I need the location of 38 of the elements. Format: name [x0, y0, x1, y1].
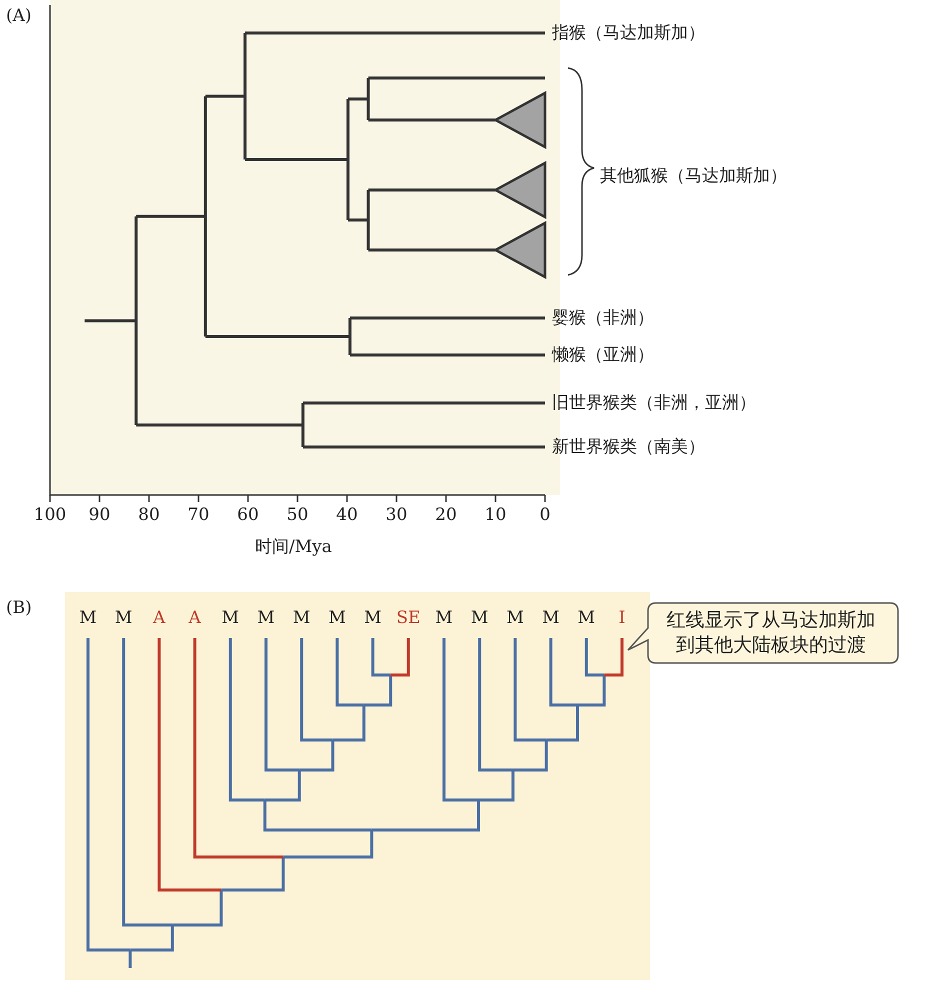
species-label: 婴猴（非洲）: [552, 308, 654, 328]
region-letter: M: [256, 608, 276, 628]
region-letter: M: [576, 608, 596, 628]
region-letter: M: [78, 608, 98, 628]
region-letter: M: [505, 608, 525, 628]
tick-label: 20: [434, 505, 458, 525]
region-letter: A: [188, 608, 202, 628]
callout-text: 红线显示了从马达加斯加到其他大陆板块的过渡: [666, 608, 876, 658]
panel-label: (B): [6, 598, 32, 618]
tick-label: 80: [137, 505, 161, 525]
tick-label: 50: [286, 505, 310, 525]
species-label: 旧世界猴类（非洲，亚洲）: [552, 393, 756, 413]
tick-label: 90: [88, 505, 112, 525]
tick-label: 70: [186, 505, 210, 525]
tick-label: 100: [32, 505, 68, 525]
species-label: 指猴（马达加斯加）: [552, 23, 705, 43]
species-label: 新世界猴类（南美）: [552, 437, 705, 457]
tick-label: 60: [236, 505, 260, 525]
panel-label: (A): [6, 6, 32, 26]
region-letter: I: [618, 608, 626, 628]
tick-label: 40: [335, 505, 359, 525]
tick-label: 0: [538, 505, 552, 525]
species-label: 懒猴（亚洲）: [552, 345, 654, 365]
region-letter: M: [292, 608, 312, 628]
region-letter: M: [114, 608, 134, 628]
region-letter: M: [434, 608, 454, 628]
region-letter: M: [327, 608, 347, 628]
region-letter: A: [152, 608, 166, 628]
callout-bubble: [626, 600, 902, 666]
region-letter: M: [363, 608, 382, 628]
axis-title: 时间/Mya: [255, 537, 332, 557]
tick-label: 30: [384, 505, 408, 525]
region-letter: SE: [395, 608, 422, 628]
region-letter: M: [541, 608, 560, 628]
tick-label: 10: [484, 505, 508, 525]
region-letter: M: [220, 608, 240, 628]
region-letter: M: [470, 608, 490, 628]
species-label: 其他狐猴（马达加斯加）: [600, 166, 787, 186]
